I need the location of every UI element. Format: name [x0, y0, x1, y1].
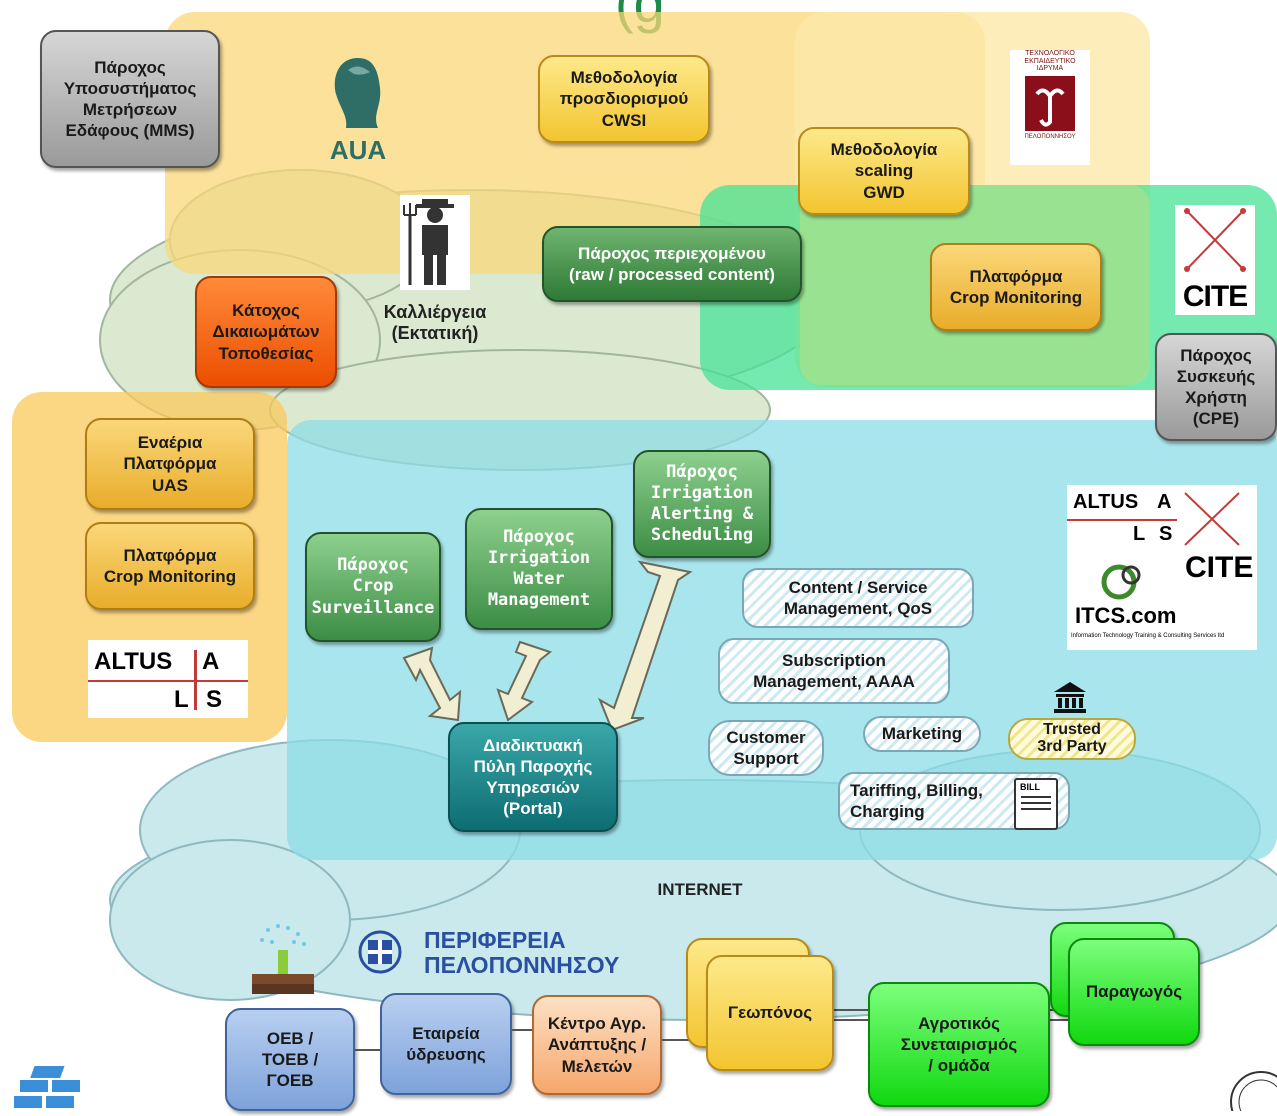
- cite-text: CITE: [1182, 280, 1248, 313]
- cite-x-icon-right: [1184, 492, 1240, 546]
- itcs-icon: [1101, 564, 1141, 600]
- crop-monitoring-platform-left[interactable]: Πλατφόρμα Crop Monitoring: [85, 522, 255, 610]
- internet-label: INTERNET: [657, 880, 743, 899]
- crop-surveillance-box[interactable]: Πάροχος Crop Surveillance: [305, 532, 441, 642]
- sprinkler-icon: [248, 920, 318, 998]
- altus-l-text: L: [174, 686, 189, 713]
- altus-bar: [194, 650, 197, 710]
- altus-a-right: A: [1157, 491, 1172, 513]
- tei-mark-icon: [1025, 76, 1075, 132]
- cpe-provider-box[interactable]: Πάροχος Συσκευής Χρήστη (CPE): [1155, 333, 1277, 441]
- cite-text-right: CITE: [1185, 551, 1254, 584]
- crop-monitoring-platform-right[interactable]: Πλατφόρμα Crop Monitoring: [930, 243, 1102, 331]
- itcs-subtext: Information Technology Training & Consul…: [1071, 633, 1225, 639]
- greek-emblem-icon: [358, 930, 402, 974]
- peloponnisos-text-1: ΠΕΡΙΦΕΡΕΙΑ: [424, 927, 566, 953]
- tei-bottom-text: ΠΕΛΟΠΟΝΝΗΣΟΥ: [1024, 134, 1076, 141]
- peloponnisos-text-2: ΠΕΛΟΠΟΝΝΗΣΟΥ: [424, 952, 620, 978]
- marketing-box[interactable]: Marketing: [863, 716, 981, 752]
- water-company-box[interactable]: Εταιρεία ύδρευσης: [380, 993, 512, 1095]
- content-provider-box[interactable]: Πάροχος περιεχομένου (raw / processed co…: [542, 226, 802, 302]
- itcs-text: ITCS.com: [1075, 603, 1177, 628]
- altus-text-right: ALTUS: [1073, 491, 1139, 513]
- altus-s-right: S: [1159, 523, 1173, 545]
- bill-text: BILL: [1020, 782, 1040, 792]
- farm-label: Καλλιέργεια (Εκτατική): [383, 302, 487, 343]
- altus-s-text: S: [206, 686, 223, 713]
- altus-a-text: A: [202, 648, 220, 675]
- coop-box[interactable]: Αγροτικός Συνεταιρισμός / ομάδα: [868, 982, 1050, 1107]
- water-management-box[interactable]: Πάροχος Irrigation Water Management: [465, 508, 613, 630]
- bill-icon: BILL: [1014, 778, 1058, 830]
- location-rights-box[interactable]: Κάτοχος Δικαιωμάτων Τοποθεσίας: [195, 276, 337, 388]
- aua-head-icon: [334, 58, 381, 128]
- arrow-water-portal: [496, 640, 553, 722]
- aua-text: AUA: [329, 135, 387, 165]
- altus-text: ALTUS: [94, 648, 173, 675]
- aua-logo: AUA: [318, 50, 398, 165]
- cite-x-icon: [1184, 208, 1246, 272]
- corner-logo-left-icon: [0, 1062, 100, 1111]
- altus-line-right: [1067, 519, 1177, 521]
- geoponos-box[interactable]: Γεωπόνος: [706, 955, 834, 1071]
- farmer-icon: [400, 195, 470, 290]
- mms-provider-box[interactable]: Πάροχος Υποσυστήματος Μετρήσεων Εδάφους …: [40, 30, 220, 168]
- cwsi-methodology-box[interactable]: Μεθοδολογία προσδιορισμού CWSI: [538, 55, 710, 143]
- oeb-box[interactable]: ΟΕΒ / ΤΟΕΒ / ΓΟΕΒ: [225, 1008, 355, 1111]
- trusted-party-box[interactable]: Trusted 3rd Party: [1008, 718, 1136, 760]
- subscription-box[interactable]: Subscription Management, AAAA: [718, 638, 950, 704]
- uas-platform-box[interactable]: Εναέρια Πλατφόρμα UAS: [85, 418, 255, 510]
- kentro-box[interactable]: Κέντρο Αγρ. Ανάπτυξης / Μελετών: [532, 995, 662, 1095]
- content-service-box[interactable]: Content / Service Management, QoS: [742, 568, 974, 628]
- altus-line: [88, 680, 248, 682]
- cite-logo-top: CITE: [1175, 205, 1255, 315]
- peloponnisos-logo: ΠΕΡΙΦΕΡΕΙΑ ΠΕΛΟΠΟΝΝΗΣΟΥ: [358, 927, 658, 980]
- irrigation-alerting-box[interactable]: Πάροχος Irrigation Alerting & Scheduling: [633, 450, 771, 558]
- bank-icon: [1052, 680, 1088, 714]
- customer-support-box[interactable]: Customer Support: [708, 720, 824, 776]
- producer-box[interactable]: Παραγωγός: [1068, 938, 1200, 1046]
- portal-box[interactable]: Διαδικτυακή Πύλη Παροχής Υπηρεσιών (Port…: [448, 722, 618, 832]
- arrow-surveillance-portal: [402, 646, 462, 722]
- tei-text: ΤΕΧΝΟΛΟΓΙΚΟ ΕΚΠΑΙΔΕΥΤΙΚΟ ΙΔΡΥΜΑ: [1024, 50, 1076, 73]
- altus-logo-left: ALTUS A L S: [88, 640, 248, 718]
- altus-cite-itcs-logos: ALTUS A L S CITE ITCS.com Information Te…: [1067, 485, 1257, 650]
- billing-label: Tariffing, Billing, Charging: [850, 780, 983, 821]
- gwd-methodology-box[interactable]: Μεθοδολογία scaling GWD: [798, 127, 970, 215]
- corner-logo-right-icon: [1225, 1062, 1277, 1116]
- altus-l-right: L: [1133, 523, 1146, 545]
- tei-logo: ΤΕΧΝΟΛΟΓΙΚΟ ΕΚΠΑΙΔΕΥΤΙΚΟ ΙΔΡΥΜΑ ΠΕΛΟΠΟΝΝ…: [1010, 50, 1090, 165]
